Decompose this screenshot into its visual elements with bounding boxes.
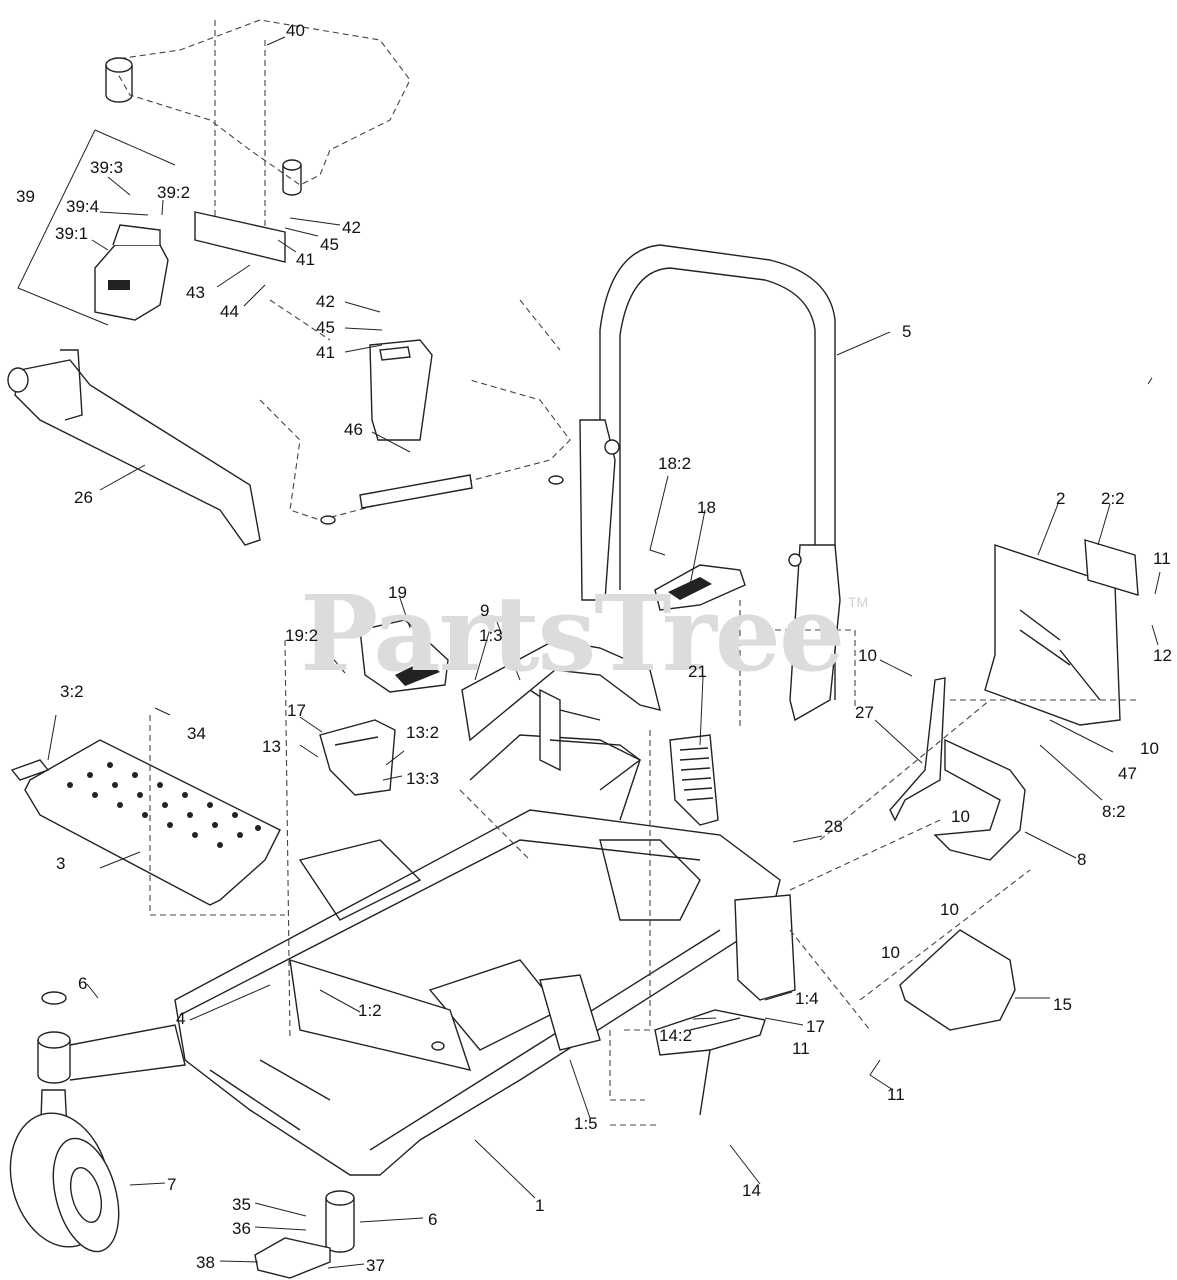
callout-label: 44: [220, 302, 239, 321]
callout-label: 39:2: [157, 183, 191, 202]
deck-plate-3: [10, 739, 281, 906]
callout-label: 38: [196, 1253, 215, 1272]
callout-label: 42: [342, 218, 361, 237]
main-frame-1: [174, 688, 796, 1176]
callout-label: 12: [1153, 646, 1172, 665]
watermark: PartsTree: [300, 572, 845, 695]
cover-15: [899, 929, 1016, 1031]
callout-label: 2: [1056, 489, 1066, 508]
callout-label: 36: [232, 1219, 251, 1238]
callout-label: 19:2: [285, 626, 319, 645]
callout-label: 1:2: [358, 1001, 382, 1020]
callout-label: 4: [176, 1009, 186, 1028]
callout-label: 14: [742, 1181, 761, 1200]
callout-label: 43: [186, 283, 205, 302]
curved-bracket-9: [461, 639, 661, 742]
callout-label: 17: [806, 1017, 825, 1036]
callout-label: 8: [1077, 850, 1087, 869]
callout-label: 37: [366, 1256, 385, 1275]
callout-label: 45: [320, 235, 339, 254]
callout-label: 40: [286, 21, 305, 40]
callout-label: 18:2: [658, 454, 692, 473]
callout-label: 8:2: [1102, 802, 1126, 821]
callout-label: 10: [1140, 739, 1159, 758]
callout-label: 27: [855, 703, 874, 722]
projection-lines: [149, 600, 1140, 1126]
callout-label: 11: [887, 1085, 905, 1104]
callout-label: 1:4: [795, 989, 819, 1008]
callout-label: 1:3: [479, 626, 503, 645]
callout-label: 46: [344, 420, 363, 439]
callout-label: 1: [535, 1196, 545, 1215]
callout-label: 39: [16, 187, 35, 206]
caster-assembly: [9, 991, 355, 1253]
callout-label: 5: [902, 322, 912, 341]
inset-group-39: [17, 129, 176, 326]
callout-label: 10: [858, 646, 877, 665]
seat-base-frame: [259, 299, 571, 525]
bracket-13: [319, 719, 396, 796]
callout-label: 21: [688, 662, 707, 681]
watermark-trademark: TM: [848, 594, 869, 610]
callout-label: 39:1: [55, 224, 89, 243]
foot-pad-18: [654, 564, 746, 611]
callout-label: 19: [388, 583, 407, 602]
callout-label: 35: [232, 1195, 251, 1214]
callout-label: 42: [316, 292, 335, 311]
callout-label: 15: [1053, 995, 1072, 1014]
callout-label: 39:4: [66, 197, 100, 216]
callout-label: 41: [316, 343, 335, 362]
callout-label: 2:2: [1101, 489, 1125, 508]
callout-label: 10: [951, 807, 970, 826]
callout-label: 34: [187, 724, 206, 743]
roll-bar-5: [579, 244, 841, 722]
callout-label: 28: [824, 817, 843, 836]
callout-label: 7: [167, 1175, 177, 1194]
callout-label: 39:3: [90, 158, 124, 177]
linkage-26: [7, 349, 261, 546]
leader-lines: [47, 36, 1161, 1269]
callout-label: 3: [56, 854, 66, 873]
callout-label: 13: [262, 737, 281, 756]
side-panel-2: [984, 539, 1139, 726]
callout-label: 45: [316, 318, 335, 337]
seat-support-assembly: [105, 19, 411, 263]
bracket-46: [369, 339, 433, 441]
callout-label: 13:3: [406, 769, 440, 788]
callout-label: 3:2: [60, 682, 84, 701]
callout-label: 1:5: [574, 1114, 598, 1133]
step-19: [359, 619, 449, 693]
callout-label: 11: [1153, 549, 1171, 568]
shield-parts-27-8: [889, 677, 1026, 861]
plate-14: [654, 1009, 766, 1116]
callout-label: 14:2: [659, 1026, 693, 1045]
grille-21: [669, 734, 719, 826]
callout-label: 18: [697, 498, 716, 517]
callout-label: 13:2: [406, 723, 440, 742]
callout-label: 41: [296, 250, 315, 269]
callout-label: 6: [78, 974, 88, 993]
callout-label: 10: [881, 943, 900, 962]
callout-label: 17: [287, 701, 306, 720]
callout-label: 26: [74, 488, 93, 507]
callout-label: 6: [428, 1210, 438, 1229]
callout-label: 47: [1118, 764, 1137, 783]
callout-label: 10: [940, 900, 959, 919]
callout-label: 9: [480, 601, 490, 620]
callout-label: 11: [792, 1039, 810, 1058]
bracket-38: [254, 1237, 331, 1279]
